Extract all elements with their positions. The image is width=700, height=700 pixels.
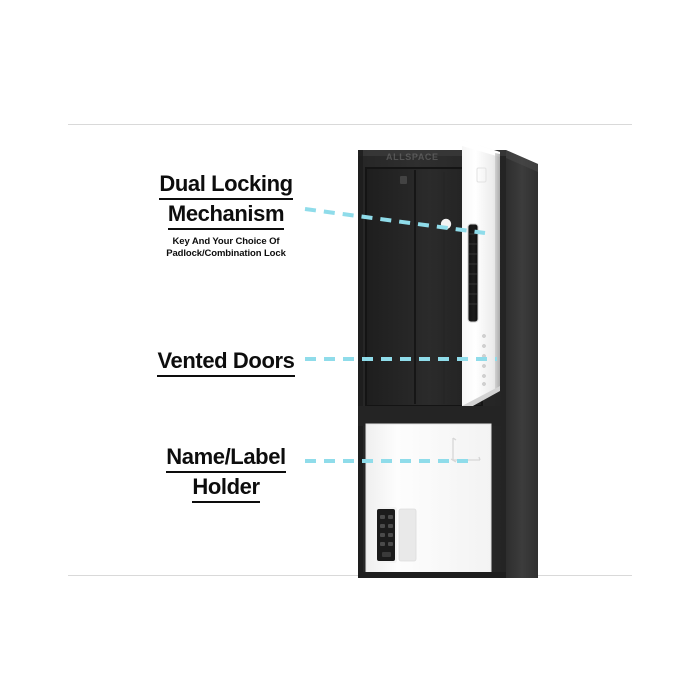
upper-vented-door-open xyxy=(462,140,500,412)
locker-base xyxy=(358,572,506,578)
leader-line-dual-locking xyxy=(304,195,495,245)
leader-line-vented-doors xyxy=(305,345,505,375)
lower-door-closed xyxy=(365,423,492,577)
door-handle-recess xyxy=(398,508,417,562)
door-emboss-detail xyxy=(476,167,487,183)
brand-logo-icon: ALLSPACE xyxy=(386,152,439,162)
name-label-holder-icon xyxy=(450,437,481,463)
top-divider-rule xyxy=(68,124,632,125)
callout-title-line-2: Holder xyxy=(128,473,324,503)
leader-line-name-label xyxy=(305,447,480,477)
svg-text:ALLSPACE: ALLSPACE xyxy=(386,152,439,162)
callout-title-line-2: Mechanism xyxy=(128,200,324,230)
door-vent-holes-icon xyxy=(482,334,486,386)
callout-subtitle-line-1: Key And Your Choice Of xyxy=(172,236,280,247)
callout-title-line-1: Vented Doors xyxy=(128,347,324,377)
callout-vented-doors: Vented Doors xyxy=(128,347,324,377)
combination-keypad[interactable] xyxy=(375,507,397,563)
callout-name-label-holder: Name/Label Holder xyxy=(128,443,324,503)
door-vent-slot-icon xyxy=(467,223,479,323)
locker-side-panel xyxy=(506,150,538,578)
callout-subtitle-line-2: Padlock/Combination Lock xyxy=(166,248,286,259)
callout-title-line-1: Dual Locking xyxy=(128,170,324,200)
tier-divider-rail xyxy=(358,406,506,426)
bottom-divider-rule xyxy=(68,575,632,576)
callout-title-line-1: Name/Label xyxy=(128,443,324,473)
callout-dual-locking: Dual Locking Mechanism Key And Your Choi… xyxy=(128,170,324,260)
